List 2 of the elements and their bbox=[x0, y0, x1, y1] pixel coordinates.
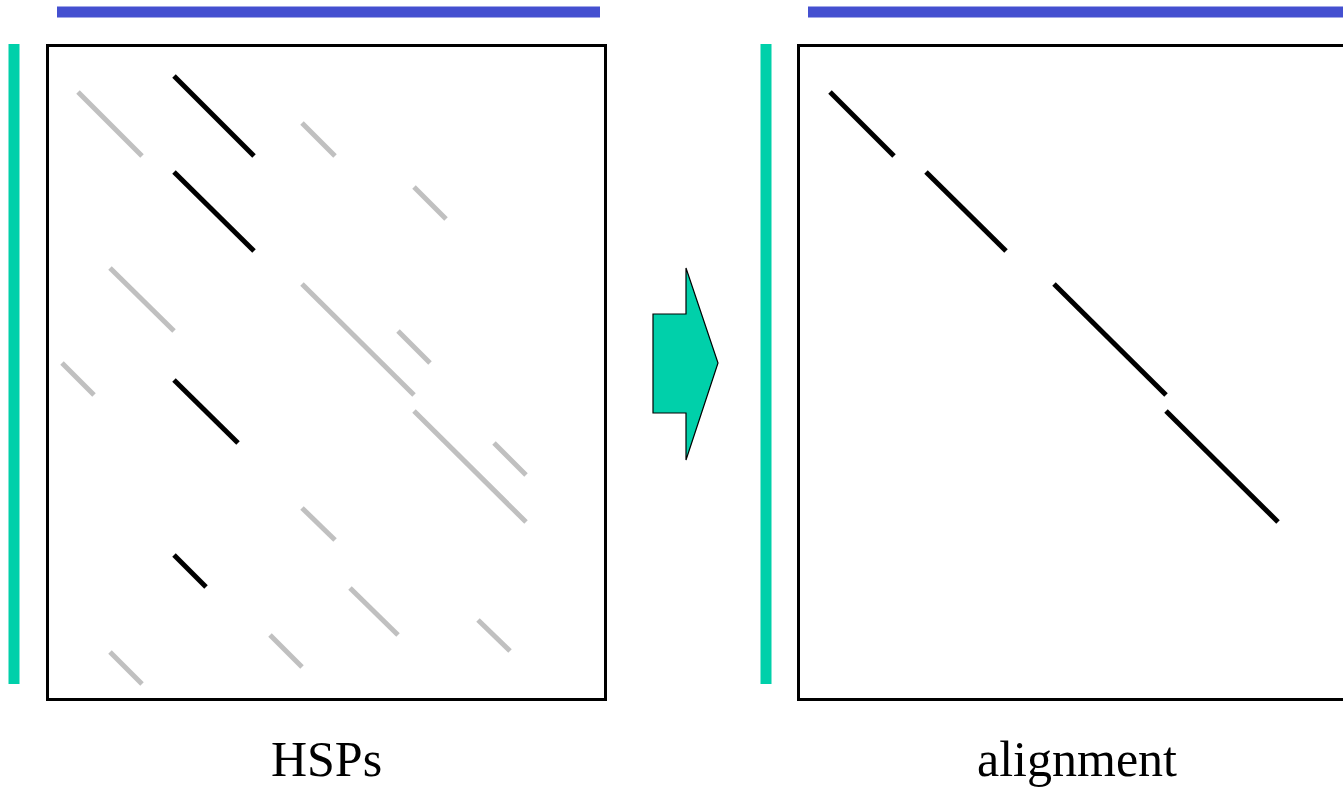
plot-caption: HSPs bbox=[269, 734, 384, 784]
block-arrow bbox=[652, 267, 719, 461]
